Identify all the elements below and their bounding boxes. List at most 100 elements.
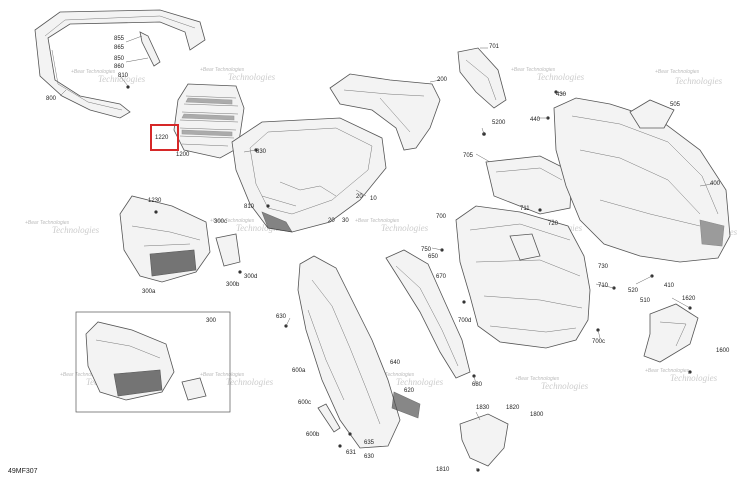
callout-label: 631 [346, 450, 357, 456]
watermark-text: +Bear Technologies [355, 218, 400, 224]
part-701 [457, 47, 507, 109]
callout-label: 1220 [155, 135, 169, 141]
watermark-text: Technologies [537, 72, 585, 82]
watermark-text: Technologies [541, 381, 589, 391]
callout-label: 630 [276, 314, 287, 320]
screw [154, 210, 158, 214]
part-side-panel-300c [119, 195, 211, 283]
highlight-box-callout-1220 [150, 124, 179, 151]
watermark-text: +Bear Technologies [655, 69, 700, 75]
watermark-text: Technologies [675, 76, 723, 86]
part-storage-tub [231, 117, 387, 233]
callout-label: 730 [598, 264, 609, 270]
callout-label: 300c [214, 219, 227, 225]
screw [126, 85, 130, 89]
callout-label: 1810 [436, 467, 450, 473]
screw [348, 432, 352, 436]
callout-label: 440 [530, 117, 541, 123]
watermark-text: Technologies [236, 223, 284, 233]
callout-label: 710 [598, 283, 609, 289]
callout-label: 410 [664, 283, 675, 289]
part-650-670 [385, 249, 471, 379]
part-front-hood [553, 97, 731, 263]
screw [462, 300, 466, 304]
callout-label: 810 [244, 204, 255, 210]
callout-label: 705 [463, 153, 474, 159]
callout-label: 700c [592, 339, 605, 345]
watermark-text: +Bear Technologies [60, 372, 105, 378]
callout-label: 400 [710, 181, 721, 187]
watermark-text: +Bear Technologies [370, 372, 415, 378]
callout-label: 505 [670, 102, 681, 108]
part-lower-panel-600a [297, 255, 421, 449]
callout-label: 635 [364, 440, 375, 446]
callout-label: 865 [114, 45, 125, 51]
callout-label: 700d [458, 318, 471, 324]
callout-label: 200 [437, 77, 448, 83]
callout-label: 680 [472, 382, 483, 388]
watermark-text: +Bear Technologies [645, 368, 690, 374]
watermark-text: Technologies [98, 74, 146, 84]
part-grab-handle [34, 9, 206, 119]
watermark-text: +Bear Technologies [515, 376, 560, 382]
callout-label: 855 [114, 36, 125, 42]
part-1600 [643, 303, 699, 363]
inset-assembly-300 [75, 311, 231, 413]
callout-label: 600b [306, 432, 320, 438]
callout-label: 300 [206, 318, 217, 324]
screw [538, 208, 542, 212]
callout-label: 630 [364, 454, 375, 460]
screw [338, 444, 342, 448]
callout-label: 720 [548, 221, 559, 227]
callout-label: 1820 [506, 405, 520, 411]
part-600c [317, 403, 341, 433]
watermark-text: +Bear Technologies [71, 69, 116, 75]
part-300d [215, 233, 241, 267]
part-505 [629, 99, 675, 129]
callout-label: 300d [244, 274, 257, 280]
callout-label: 850 [114, 56, 125, 62]
callout-label: 20 [356, 194, 363, 200]
callout-label: 1600 [716, 348, 730, 354]
callout-label: 640 [390, 360, 401, 366]
watermark-text: Technologies [226, 377, 274, 387]
callout-label: 300b [226, 282, 240, 288]
callout-label: 750 [421, 247, 432, 253]
callout-label: 701 [489, 44, 500, 50]
callout-label: 711 [520, 206, 530, 212]
callout-label: 510 [640, 298, 651, 304]
watermark-text: +Bear Technologies [200, 67, 245, 73]
watermark-text: +Bear Technologies [210, 218, 255, 224]
diagram-code: 49MF307 [8, 468, 38, 475]
callout-label: 430 [556, 92, 567, 98]
callout-label: 1620 [682, 296, 696, 302]
callout-labels: 855 865 850 860 810 800 1220 1200 830 81… [46, 36, 730, 473]
watermark-text: Technologies [228, 72, 276, 82]
screw [266, 204, 270, 208]
callout-label: 1800 [530, 412, 544, 418]
part-center-console [455, 205, 591, 349]
callout-label: 650 [428, 254, 439, 260]
callout-label: 700 [436, 214, 447, 220]
callout-label: 860 [114, 64, 125, 70]
watermark-text: +Bear Technologies [25, 220, 70, 226]
callout-label: 520 [628, 288, 639, 294]
callout-label: 1200 [176, 152, 190, 158]
watermark-text: Technologies [396, 377, 444, 387]
callout-label: 600a [292, 368, 306, 374]
part-1800 [459, 413, 509, 467]
watermark-text: Technologies [670, 373, 718, 383]
leader-lines [59, 35, 713, 471]
callout-label: 300a [142, 289, 156, 295]
watermark-text: +Bear Technologies [200, 372, 245, 378]
watermark-text: +Bear Technologies [511, 67, 556, 73]
watermark-text: Technologies [52, 225, 100, 235]
part-bracket-200 [329, 73, 441, 151]
callout-label: 810 [118, 73, 129, 79]
callout-label: 10 [370, 196, 377, 202]
part-panel-705 [485, 155, 573, 215]
callout-label: 1230 [148, 198, 162, 204]
callout-label: 600c [298, 400, 311, 406]
callout-label: 800 [46, 96, 57, 102]
